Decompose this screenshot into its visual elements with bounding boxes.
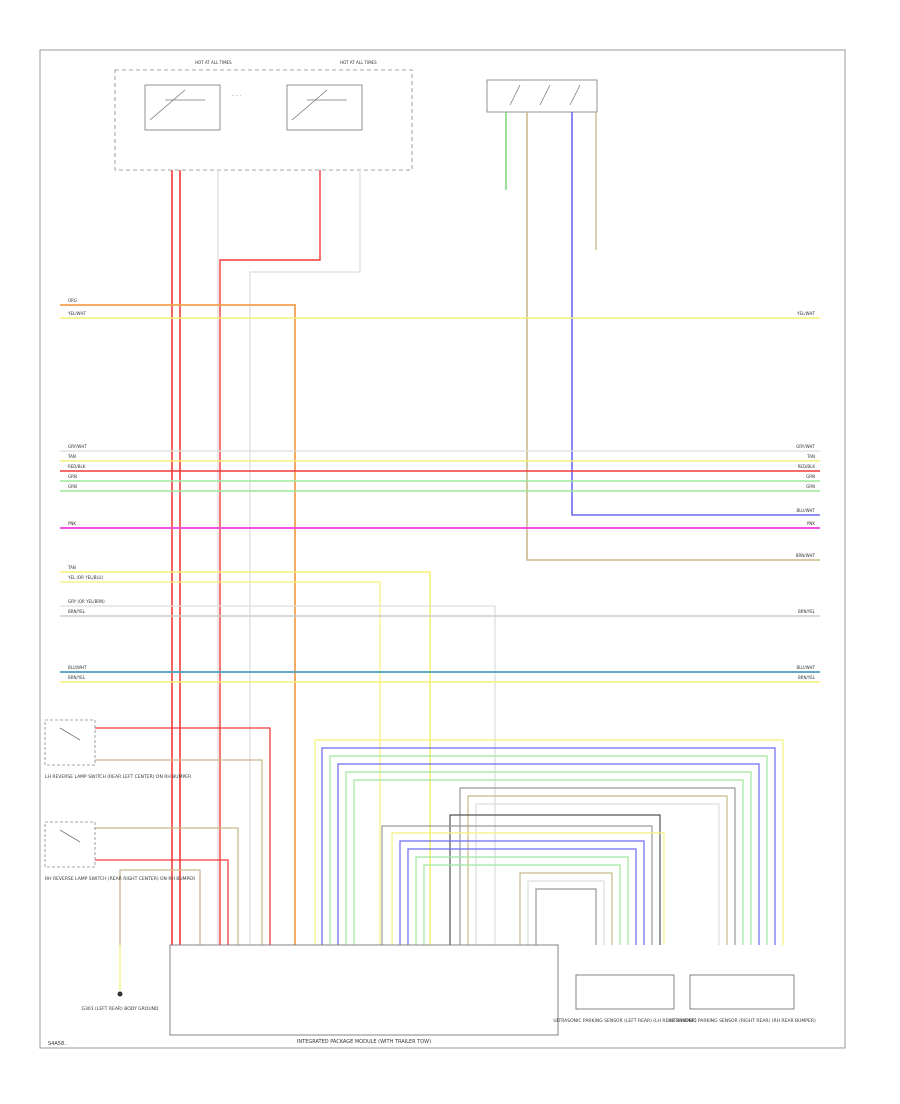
fuse-label-1: HOT AT ALL TIMES bbox=[195, 60, 232, 65]
relay-left: HOT AT ALL TIMES · · · · bbox=[144, 60, 241, 131]
bus-left-label-grn-1: GRN bbox=[68, 474, 77, 479]
wire-lh-switch-red bbox=[95, 727, 271, 945]
bus-left-label-yel-2: YEL (OR YEL/BLU) bbox=[67, 575, 103, 580]
wire-rh-switch-tan bbox=[95, 827, 239, 945]
rh-reverse-switch: RH REVERSE LAMP SWITCH (REAR RIGHT CENTE… bbox=[44, 821, 195, 882]
ground-symbol: G301 (LEFT REAR) BODY GROUND bbox=[82, 991, 159, 1012]
bus-left-label-teal-bus: BLU/WHT bbox=[68, 665, 87, 670]
bus-gray-2 bbox=[60, 605, 496, 945]
bus-left-label-red-blk: RED/BLK bbox=[68, 464, 86, 469]
sensor-right-label: ULTRASONIC PARKING SENSOR (RIGHT REAR) (… bbox=[668, 1018, 816, 1024]
bus-left-label-gry-3: BRN/YEL bbox=[68, 609, 86, 614]
diagram-border bbox=[39, 49, 846, 1049]
bus-right-label-yel-wht: YEL/WHT bbox=[796, 311, 816, 316]
bus-right-label-gry-3: BRN/YEL bbox=[798, 609, 816, 614]
wire-tan-sw bbox=[526, 112, 820, 561]
sensor-harness bbox=[314, 739, 784, 945]
footer-code: S4A58.. bbox=[48, 1041, 68, 1047]
bus-right-label-gry-bus: GRY/WHT bbox=[796, 444, 815, 449]
bus-right-label-red-blk: RED/BLK bbox=[798, 464, 816, 469]
bus-right-label-teal-bus: BLU/WHT bbox=[797, 665, 816, 670]
wire-blue-sw bbox=[571, 112, 820, 516]
bus-left-label-orn-org: ORG bbox=[68, 298, 77, 303]
bus-left-label-gry-2: GRY (OR YEL/BRN) bbox=[68, 599, 105, 604]
sensor-box-right bbox=[689, 974, 795, 1010]
wire-gray-2 bbox=[249, 170, 361, 945]
module-box bbox=[169, 944, 559, 1036]
bus-right-label-pnk-bus: PNK bbox=[807, 521, 815, 526]
bus-left-label-yel-wht: YEL/WHT bbox=[67, 311, 87, 316]
bus-labels: ORG YEL/WHT YEL/WHT GRY/WHT GRY/WHT TAN TAN RED… bbox=[67, 298, 816, 680]
ground-label: G301 (LEFT REAR) BODY GROUND bbox=[82, 1006, 159, 1012]
bus-right-label-grn-1: GRN bbox=[806, 474, 815, 479]
bus-right-label-grn-2: GRN bbox=[806, 484, 815, 489]
bus-right-label-tan-bus: TAN bbox=[806, 454, 815, 459]
rh-reverse-label: RH REVERSE LAMP SWITCH (REAR RIGHT CENTE… bbox=[45, 876, 195, 882]
bus-yellow-4 bbox=[60, 581, 381, 945]
wire-rh-switch-red bbox=[95, 859, 229, 945]
fuse-label-2: HOT AT ALL TIMES bbox=[340, 60, 377, 65]
sensor-left-label: ULTRASONIC PARKING SENSOR (LEFT REAR) (L… bbox=[553, 1018, 697, 1024]
wire-lh-switch-tan bbox=[95, 759, 263, 945]
relay-left-text: · · · · bbox=[232, 93, 241, 98]
module-title: INTEGRATED PACKAGE MODULE (WITH TRAILER … bbox=[297, 1039, 431, 1045]
bus-left-label-grn-2: GRN bbox=[68, 484, 77, 489]
switch-block bbox=[486, 79, 598, 113]
fuse-block-box bbox=[114, 69, 413, 171]
bus-left-label-tan-2: TAN bbox=[67, 565, 76, 570]
bus-left-label-gry-bus: GRY/WHT bbox=[68, 444, 87, 449]
bus-right-label-yel-3: BRN/YEL bbox=[798, 675, 816, 680]
bus-right-label-brn-bus: BRN/WHT bbox=[796, 553, 816, 558]
bus-left-label-pnk-bus: PNK bbox=[68, 521, 76, 526]
bus-orange bbox=[60, 304, 296, 945]
bus-left-label-yel-3: BRN/YEL bbox=[68, 675, 86, 680]
bus-right-label-blu-bus: BLU/WHT bbox=[797, 508, 816, 513]
wire-ground-tan bbox=[119, 869, 201, 945]
sensor-box-left bbox=[575, 974, 675, 1010]
relay-right: HOT AT ALL TIMES bbox=[286, 60, 377, 131]
wire-red-3 bbox=[219, 170, 321, 945]
lh-reverse-label: LH REVERSE LAMP SWITCH (REAR LEFT CENTER… bbox=[45, 774, 191, 780]
bus-yellow-3 bbox=[60, 571, 431, 945]
lh-reverse-switch: LH REVERSE LAMP SWITCH (REAR LEFT CENTER… bbox=[44, 719, 191, 780]
bus-left-label-tan-bus: TAN bbox=[67, 454, 76, 459]
